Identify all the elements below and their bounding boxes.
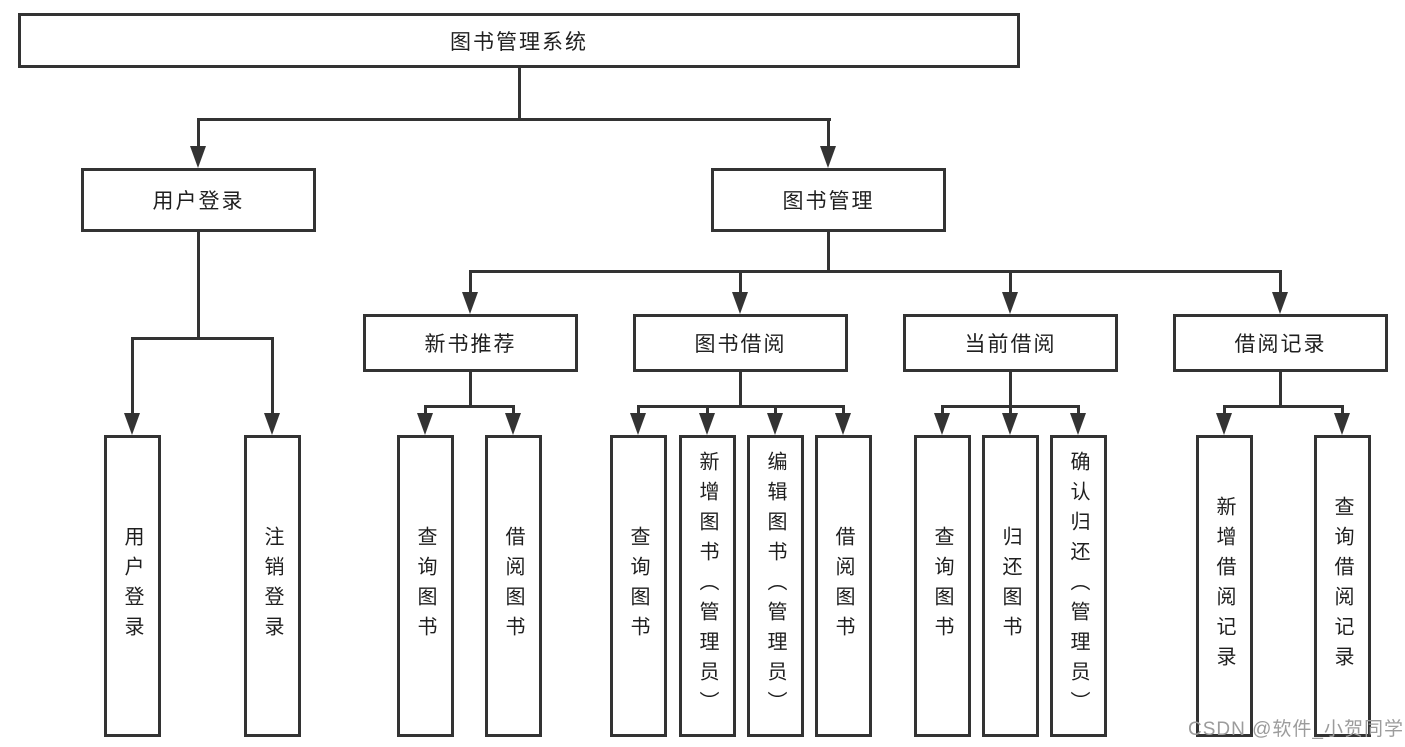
leaf-bb-edit-books-admin: 编辑图书（管理员）	[747, 435, 804, 737]
leaf-cb-return-books: 归还图书	[982, 435, 1039, 737]
leaf-br-add-record-label: 新增借阅记录	[1213, 496, 1235, 676]
arrow-down-icon	[1272, 292, 1288, 314]
arrow-down-icon	[264, 413, 280, 435]
leaf-nb-query-books-label: 查询图书	[414, 526, 436, 646]
watermark: CSDN @软件_小贺同学	[1188, 719, 1404, 740]
connector	[197, 231, 200, 340]
node-current-borrowing: 当前借阅	[903, 314, 1118, 372]
node-root: 图书管理系统	[18, 13, 1020, 68]
connector	[1223, 405, 1344, 408]
leaf-bb-edit-books-admin-label: 编辑图书（管理员）	[764, 451, 786, 721]
leaf-cb-confirm-return-admin: 确认归还（管理员）	[1050, 435, 1107, 737]
node-current-borrowing-label: 当前借阅	[964, 333, 1057, 356]
node-book-borrowing: 图书借阅	[633, 314, 848, 372]
leaf-cb-confirm-return-admin-label: 确认归还（管理员）	[1067, 451, 1089, 721]
node-book-management-label: 图书管理	[782, 190, 875, 213]
arrow-down-icon	[732, 292, 748, 314]
connector	[706, 405, 709, 415]
node-user-login: 用户登录	[81, 168, 316, 232]
leaf-bb-add-books-admin-label: 新增图书（管理员）	[696, 451, 718, 721]
node-new-book-recommend-label: 新书推荐	[424, 333, 517, 356]
connector	[637, 405, 845, 408]
connector	[739, 270, 742, 294]
node-borrowing-records: 借阅记录	[1173, 314, 1388, 372]
connector	[842, 405, 845, 415]
node-new-book-recommend: 新书推荐	[363, 314, 578, 372]
connector	[827, 231, 830, 273]
connector	[1009, 370, 1012, 408]
arrow-down-icon	[1002, 413, 1018, 435]
leaf-bb-add-books-admin: 新增图书（管理员）	[679, 435, 736, 737]
arrow-down-icon	[835, 413, 851, 435]
connector	[774, 405, 777, 415]
connector	[1009, 405, 1012, 415]
leaf-cb-query-books: 查询图书	[914, 435, 971, 737]
arrow-down-icon	[462, 292, 478, 314]
connector	[512, 405, 515, 415]
connector	[1341, 405, 1344, 415]
leaf-br-query-record-label: 查询借阅记录	[1331, 496, 1353, 676]
connector	[1279, 270, 1282, 294]
node-book-management: 图书管理	[711, 168, 946, 232]
arrow-down-icon	[505, 413, 521, 435]
connector	[271, 337, 274, 415]
node-borrowing-records-label: 借阅记录	[1234, 333, 1327, 356]
arrow-down-icon	[630, 413, 646, 435]
arrow-down-icon	[767, 413, 783, 435]
connector	[131, 337, 274, 340]
leaf-logout: 注销登录	[244, 435, 301, 737]
node-book-borrowing-label: 图书借阅	[694, 333, 787, 356]
leaf-nb-query-books: 查询图书	[397, 435, 454, 737]
leaf-logout-label: 注销登录	[261, 526, 283, 646]
arrow-down-icon	[820, 146, 836, 168]
connector	[518, 68, 521, 118]
connector	[739, 370, 742, 408]
arrow-down-icon	[417, 413, 433, 435]
leaf-bb-query-books: 查询图书	[610, 435, 667, 737]
leaf-br-add-record: 新增借阅记录	[1196, 435, 1253, 737]
connector	[1223, 405, 1226, 415]
connector	[424, 405, 427, 415]
connector	[469, 370, 472, 408]
connector	[941, 405, 944, 415]
connector	[827, 118, 830, 148]
leaf-user-login-label: 用户登录	[121, 526, 143, 646]
leaf-bb-borrow-books: 借阅图书	[815, 435, 872, 737]
connector	[637, 405, 640, 415]
connector	[469, 270, 472, 294]
connector	[197, 118, 831, 121]
leaf-nb-borrow-books-label: 借阅图书	[502, 526, 524, 646]
arrow-down-icon	[1334, 413, 1350, 435]
node-user-login-label: 用户登录	[152, 190, 245, 213]
arrow-down-icon	[699, 413, 715, 435]
node-root-label: 图书管理系统	[450, 30, 588, 54]
leaf-nb-borrow-books: 借阅图书	[485, 435, 542, 737]
connector	[1009, 270, 1012, 294]
arrow-down-icon	[190, 146, 206, 168]
connector	[1077, 405, 1080, 415]
connector	[469, 270, 1282, 273]
arrow-down-icon	[124, 413, 140, 435]
leaf-cb-return-books-label: 归还图书	[999, 526, 1021, 646]
leaf-bb-borrow-books-label: 借阅图书	[832, 526, 854, 646]
connector	[1279, 370, 1282, 408]
connector	[197, 118, 200, 148]
connector	[424, 405, 515, 408]
arrow-down-icon	[934, 413, 950, 435]
leaf-br-query-record: 查询借阅记录	[1314, 435, 1371, 737]
leaf-user-login: 用户登录	[104, 435, 161, 737]
arrow-down-icon	[1216, 413, 1232, 435]
connector	[131, 337, 134, 415]
arrow-down-icon	[1002, 292, 1018, 314]
leaf-bb-query-books-label: 查询图书	[627, 526, 649, 646]
arrow-down-icon	[1070, 413, 1086, 435]
leaf-cb-query-books-label: 查询图书	[931, 526, 953, 646]
